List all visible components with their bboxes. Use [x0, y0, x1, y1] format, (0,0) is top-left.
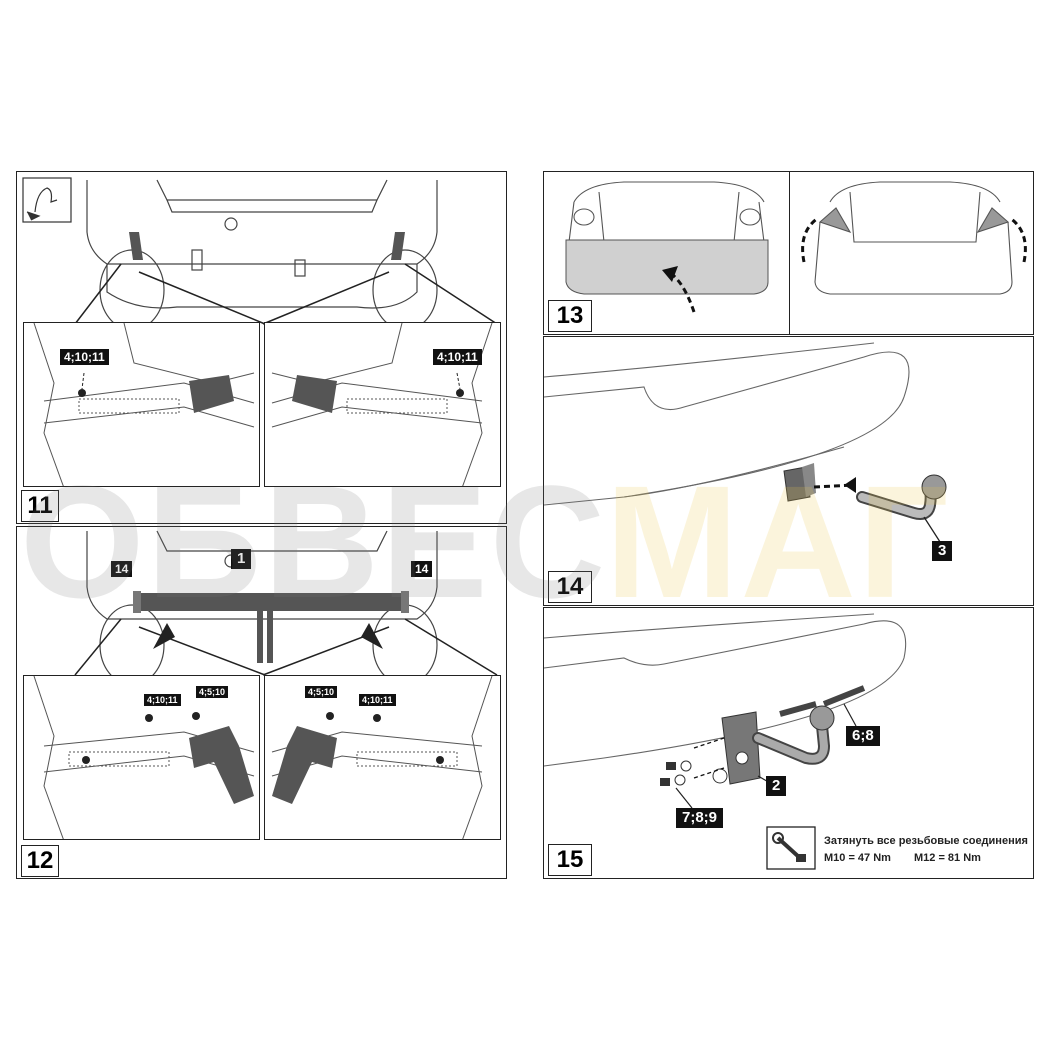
label-11-left: 4;10;11 [60, 349, 109, 365]
label-12-inset-left-a: 4;10;11 [144, 694, 181, 706]
label-12-inset-left-b: 4;5;10 [196, 686, 229, 698]
car-rear-illustration-11 [22, 177, 498, 331]
car-trunk-side-drawing [801, 181, 1027, 295]
inset-12-left-drawing [33, 676, 255, 839]
car-trunk-open-drawing [565, 181, 769, 313]
inset-11-right-drawing [271, 323, 493, 486]
label-12-beam: 1 [231, 549, 252, 569]
label-15-nuts: 7;8;9 [676, 808, 724, 828]
torque-title: Затянуть все резьбовые соединения [824, 835, 1028, 847]
inset-12-left: 4;10;11 4;5;10 [23, 675, 260, 840]
wrench-icon [766, 826, 816, 870]
tow-ball-insertion-drawing [544, 342, 947, 546]
step-number-11: 11 [21, 490, 59, 522]
label-12-left-bolt: 14 [111, 561, 133, 577]
label-12-inset-right-b: 4;10;11 [359, 694, 396, 706]
inset-13-left: 13 [544, 172, 790, 334]
hand-icon [22, 177, 72, 223]
rear-bumper [565, 239, 769, 295]
car-rear-illustration-12 [74, 530, 498, 686]
label-12-right-bolt: 14 [411, 561, 433, 577]
step-number-14: 14 [548, 571, 592, 603]
panel-step-14: 3 14 [543, 336, 1034, 606]
step-number-15: 15 [548, 844, 592, 876]
label-12-inset-right-a: 4;5;10 [305, 686, 338, 698]
torque-note: Затянуть все резьбовые соединения M10 = … [766, 826, 1028, 870]
torque-m12: M12 = 81 Nm [914, 852, 981, 864]
step-number-13: 13 [548, 300, 592, 332]
torque-m10: M10 = 47 Nm [824, 852, 891, 864]
inset-12-right: 4;5;10 4;10;11 [264, 675, 501, 840]
label-15-bolts: 6;8 [846, 726, 880, 746]
label-14-ball: 3 [932, 541, 953, 561]
inset-11-left-drawing [33, 323, 255, 486]
inset-12-right-drawing [271, 676, 493, 839]
label-11-right: 4;10;11 [433, 349, 482, 365]
panel-step-13: 13 [543, 171, 1034, 335]
inset-11-right: 4;10;11 [264, 322, 501, 487]
inset-11-left: 4;10;11 [23, 322, 260, 487]
label-15-bracket: 2 [766, 776, 787, 796]
step-number-12: 12 [21, 845, 59, 877]
tow-bracket-bolting-drawing [544, 613, 907, 809]
panel-step-11: 4;10;11 4;10;11 11 [16, 171, 507, 524]
panel-step-12: 1 14 14 4;10;11 4;5;10 [16, 526, 507, 879]
